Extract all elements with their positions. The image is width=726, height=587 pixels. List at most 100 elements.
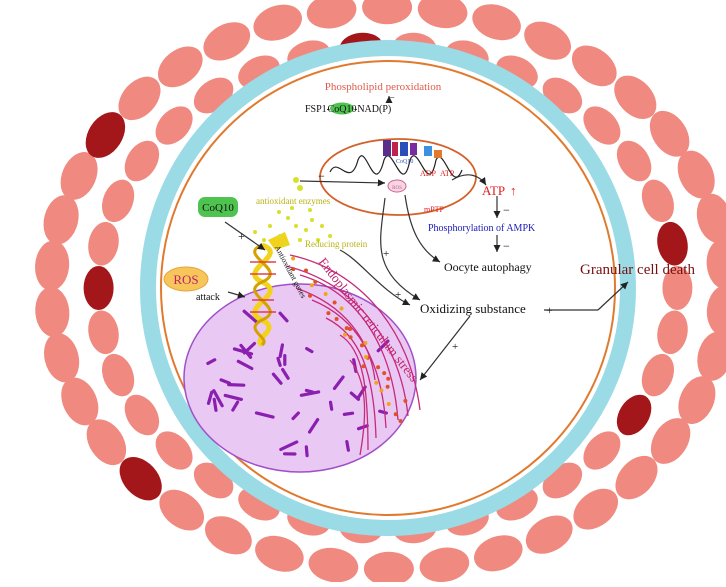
peroxidation-minus-sign: −: [389, 93, 395, 104]
er-ribosome-dot: [310, 283, 314, 287]
atp-big-label: ATP: [482, 183, 505, 198]
er-ribosome-dot: [374, 381, 378, 385]
chromosome: [347, 442, 349, 451]
plus-sign-right2: +: [395, 289, 401, 301]
er-ribosome-dot: [313, 280, 317, 284]
granulosa-cell: [197, 15, 257, 69]
er-ribosome-dot: [386, 377, 390, 381]
mptp-label: mPTP: [424, 205, 445, 214]
granulosa-cell: [39, 329, 84, 386]
er-ribosome-dot: [399, 419, 403, 423]
mito-ros-label: ROS: [392, 186, 402, 191]
coq10-main-label: CoQ10: [202, 202, 234, 214]
er-ribosome-dot: [326, 311, 330, 315]
granulosa-cell: [519, 508, 579, 562]
granulosa-cell: [362, 0, 412, 24]
attack-label: attack: [196, 292, 220, 303]
granulosa-cell: [415, 0, 470, 32]
granulosa-cell: [467, 0, 525, 46]
granulosa-cell: [249, 0, 307, 47]
granulosa-cell: [610, 388, 659, 441]
oocyte-autophagy-label: Oocyte autophagy: [444, 260, 532, 274]
antioxidant-dot: [268, 224, 272, 228]
antioxidant-dot: [328, 234, 332, 238]
granulosa-cell: [198, 508, 258, 562]
granulosa-cell: [417, 544, 472, 582]
phospholipid-peroxidation-label: Phospholipid peroxidation: [325, 81, 442, 93]
granulosa-cell: [85, 308, 123, 357]
er-ribosome-dot: [348, 327, 352, 331]
granulosa-cell: [636, 349, 680, 401]
enzymes-minus-sign: −: [318, 169, 325, 183]
granulosa-cell: [654, 219, 692, 268]
er-ribosome-dot: [364, 355, 368, 359]
granulosa-cell: [33, 239, 71, 292]
granulosa-cell: [39, 191, 84, 248]
er-ribosome-dot: [376, 365, 380, 369]
chromosome: [344, 413, 352, 414]
granulosa-cell: [304, 0, 359, 32]
er-ribosome-dot: [349, 335, 353, 339]
reducing-protein-label: Reducing protein: [305, 239, 368, 249]
coq10-mito-label: CoQ10: [396, 159, 413, 165]
antioxidant-dot: [308, 208, 312, 212]
granulosa-cell: [610, 134, 659, 187]
er-ribosome-dot: [379, 389, 383, 393]
granulosa-cell: [518, 14, 578, 68]
chromosome: [380, 411, 387, 413]
plus-sign-right1: +: [383, 248, 389, 260]
antioxidant-dot: [310, 218, 314, 222]
antioxidant-dot: [286, 216, 290, 220]
granulosa-cell: [306, 544, 361, 582]
antioxidant-dot: [262, 238, 266, 242]
granulosa-cell: [692, 328, 726, 385]
chromosome: [331, 402, 332, 409]
oxidizing-plus-sign: +: [546, 303, 553, 317]
er-ribosome-dot: [324, 292, 328, 296]
chromosome: [229, 385, 244, 386]
chromosome: [306, 390, 312, 392]
er-ribosome-dot: [335, 317, 339, 321]
adp-label: ADP: [420, 169, 437, 178]
granulosa-cell: [96, 349, 140, 401]
atp-minus-sign: −: [503, 203, 510, 217]
chromosome: [214, 399, 216, 410]
er-ribosome-dot: [403, 399, 407, 403]
granulosa-cell: [250, 530, 308, 578]
granular-cell-death-label: Granular cell death: [580, 262, 695, 278]
coq10-plus-sign: +: [238, 229, 245, 243]
er-ribosome-dot: [394, 412, 398, 416]
granulosa-cell: [84, 266, 114, 310]
antioxidant-dot: [293, 177, 299, 183]
er-ribosome-dot: [387, 402, 391, 406]
atp-small-label: ATP: [440, 169, 455, 178]
er-ribosome-dot: [304, 269, 308, 273]
er-ribosome-dot: [360, 343, 364, 347]
granulosa-cell: [118, 134, 167, 187]
er-ribosome-dot: [363, 341, 367, 345]
granulosa-cell: [364, 552, 414, 582]
antioxidant-dot: [320, 224, 324, 228]
chromosome: [278, 358, 280, 365]
granulosa-cell: [692, 190, 726, 247]
chromosome: [280, 345, 282, 357]
ros-label: ROS: [173, 272, 198, 287]
antioxidant-dot: [290, 206, 294, 210]
granulosa-cell: [654, 308, 692, 357]
er-ribosome-dot: [291, 257, 295, 261]
granulosa-cell: [118, 388, 167, 441]
granulosa-cell: [705, 284, 726, 337]
granulosa-cell: [705, 238, 726, 291]
atp-up-arrow: ↑: [510, 183, 517, 198]
granulosa-cell: [469, 529, 527, 577]
granulosa-cell: [33, 286, 71, 339]
antioxidant-dot: [294, 224, 298, 228]
er-ribosome-dot: [340, 307, 344, 311]
chromosome: [306, 447, 307, 456]
granulosa-cell: [636, 175, 680, 227]
antioxidant-dot: [283, 242, 287, 246]
er-ribosome-dot: [343, 333, 347, 337]
er-ribosome-dot: [382, 371, 386, 375]
